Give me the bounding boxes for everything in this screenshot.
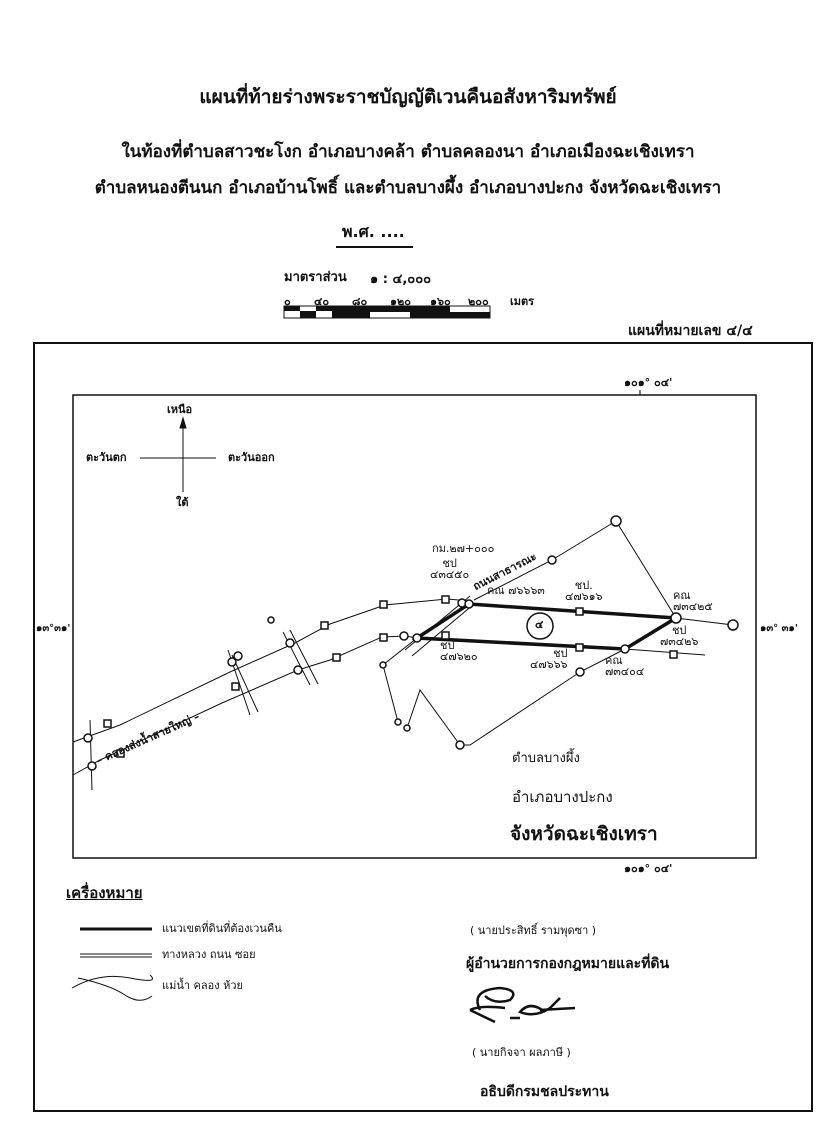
legend-item: แนวเขตที่ดินที่ต้องเวนคืน xyxy=(162,922,282,935)
signer-1-title: ผู้อำนวยการกองกฎหมายและที่ดิน xyxy=(466,956,670,972)
sheet-number: แผนที่หมายเลข ๔/๔ xyxy=(628,323,753,339)
signer-1-name: ( นายประสิทธิ์ รามพุดซา ) xyxy=(470,924,597,937)
scale-label: มาตราส่วน xyxy=(284,270,347,285)
point-label: ชป.๔๗๖๑๖ xyxy=(565,579,603,603)
point-label: ชป๔๓๔๕๐ xyxy=(430,557,470,581)
signer-2-name: ( นายกิจจา ผลภาษี ) xyxy=(472,1046,571,1059)
signer-2-title: อธิบดีกรมชลประทาน xyxy=(480,1084,609,1100)
title-line-3: ตำบลหนองตีนนก อำเภอบ้านโพธิ์ และตำบลบางผ… xyxy=(94,178,722,198)
coord-bottom: ๑๐๑° ๐๔' xyxy=(624,862,673,875)
point-label: ชป๗๓๔๒๖ xyxy=(660,624,699,648)
outer-frame xyxy=(33,342,813,1112)
point-label: คณ๗๓๔๒๕ xyxy=(673,589,713,613)
document-title: แผนที่ท้ายร่างพระราชบัญญัติเวนคืนอสังหาร… xyxy=(199,86,617,108)
point-label: ชป๔๗๖๒๐ xyxy=(440,639,478,663)
compass-south: ใต้ xyxy=(176,496,189,509)
coord-left: ๑๓°๓๑' xyxy=(36,623,71,634)
point-label: คณ ๗๖๖๖๓ xyxy=(487,584,545,597)
map-frame xyxy=(72,394,757,859)
coord-top: ๑๐๑° ๐๔' xyxy=(624,376,673,389)
point-label: คณ๗๓๔๐๔ xyxy=(605,654,645,678)
legend-item: ทางหลวง ถนน ซอย xyxy=(162,948,256,961)
legend-title: เครื่องหมาย xyxy=(66,884,143,902)
location-tambon: ตำบลบางผึ้ง xyxy=(512,751,580,766)
km-marker: กม.๒๗+๐๐๐ xyxy=(432,542,495,555)
parcel-number: ๔ xyxy=(535,618,544,631)
legend-item: แม่น้ำ คลอง ห้วย xyxy=(162,979,243,992)
scale-tick: ๑๖๐ xyxy=(430,295,451,308)
scale-tick: ๒๐๐ xyxy=(468,295,489,308)
signature xyxy=(469,986,576,1024)
compass-rose xyxy=(140,416,216,492)
scale-bar xyxy=(283,305,491,319)
compass-west: ตะวันตก xyxy=(86,451,127,464)
location-province: จังหวัดฉะเชิงเทรา xyxy=(510,823,658,845)
scale-tick: ๐ xyxy=(284,295,291,308)
location-amphoe: อำเภอบางปะกง xyxy=(512,788,613,806)
coord-right: ๑๓° ๓๑' xyxy=(760,623,798,634)
scale-unit: เมตร xyxy=(510,295,535,308)
scale-tick: ๑๒๐ xyxy=(390,295,411,308)
title-line-2: ในท้องที่ตำบลสาวชะโงก อำเภอบางคล้า ตำบลค… xyxy=(121,142,695,162)
scale-tick: ๘๐ xyxy=(352,295,368,308)
scale-value: ๑ : ๔,๐๐๐ xyxy=(370,272,432,287)
legend-river-symbol xyxy=(71,974,153,1001)
point-label: ชป๔๗๖๖๖ xyxy=(530,647,568,671)
year-label: พ.ศ. .... xyxy=(336,224,413,248)
parcel-circle xyxy=(526,612,554,640)
scale-tick: ๔๐ xyxy=(314,295,330,308)
compass-east: ตะวันออก xyxy=(228,451,275,464)
compass-north: เหนือ xyxy=(167,403,193,416)
survey-markers xyxy=(83,515,739,771)
